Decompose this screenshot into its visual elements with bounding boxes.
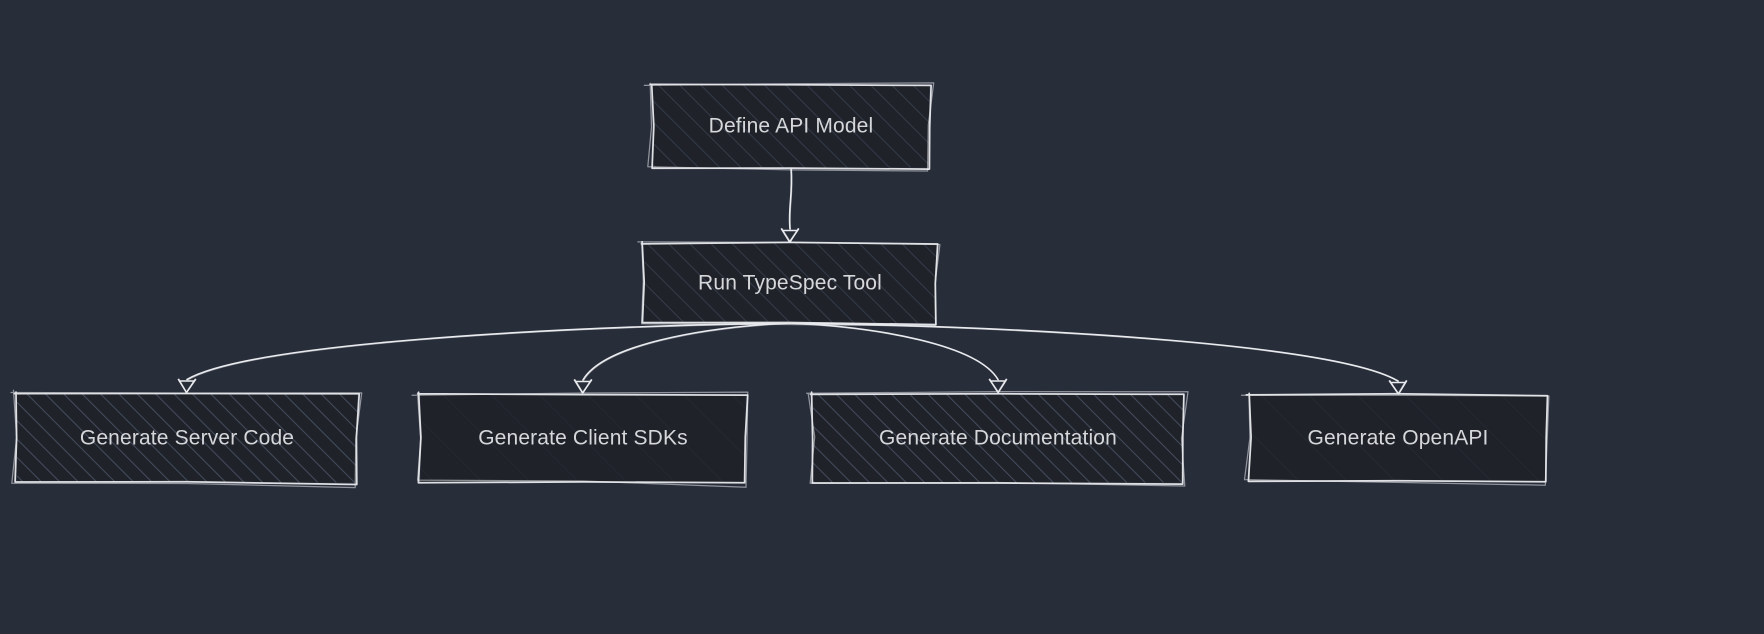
- flow-node[interactable]: Generate Documentation: [805, 390, 1189, 487]
- flow-edge: [789, 322, 1408, 395]
- node-label: Generate Client SDKs: [478, 427, 688, 450]
- arrowhead-icon: [780, 228, 800, 243]
- node-label: Generate OpenAPI: [1307, 427, 1488, 450]
- node-border: [643, 82, 935, 172]
- arrowhead-icon: [573, 379, 593, 394]
- node-hatch: [644, 243, 936, 323]
- node-label: Generate Server Code: [80, 427, 294, 450]
- flow-node[interactable]: Define API Model: [643, 82, 935, 172]
- flow-node[interactable]: Run TypeSpec Tool: [637, 240, 941, 327]
- edge-line-shadow: [790, 323, 1399, 383]
- node-hatch: [653, 84, 929, 168]
- edge-line: [582, 322, 791, 381]
- edge-line-shadow: [583, 323, 791, 381]
- node-border: [1240, 393, 1550, 486]
- node-border: [637, 241, 941, 327]
- arrowhead-icon: [1388, 380, 1408, 395]
- node-hatch: [813, 393, 1183, 483]
- node-hatch: [1250, 395, 1546, 481]
- edge-line: [788, 166, 793, 230]
- flow-node[interactable]: Generate OpenAPI: [1240, 392, 1550, 486]
- edge-line: [186, 322, 791, 381]
- node-label: Define API Model: [709, 115, 874, 138]
- node-border: [649, 83, 932, 170]
- edge-line-shadow: [789, 168, 793, 230]
- arrowhead-icon: [177, 378, 197, 394]
- flow-edge: [177, 322, 791, 394]
- flow-edge: [573, 322, 791, 394]
- node-border: [10, 389, 363, 489]
- flow-node[interactable]: Generate Server Code: [10, 389, 363, 489]
- flow-edge: [789, 322, 1008, 394]
- flow-edge: [780, 166, 800, 243]
- edge-line-shadow: [187, 323, 791, 381]
- node-hatch: [420, 394, 746, 482]
- node-border: [805, 390, 1189, 487]
- arrowhead-icon: [988, 378, 1008, 394]
- flow-node[interactable]: Generate Client SDKs: [411, 391, 749, 488]
- edge-line: [789, 322, 999, 381]
- edge-line-shadow: [790, 323, 1000, 381]
- node-hatch: [17, 393, 357, 483]
- node-border: [411, 391, 749, 488]
- node-label: Generate Documentation: [879, 427, 1117, 450]
- node-label: Run TypeSpec Tool: [698, 272, 882, 295]
